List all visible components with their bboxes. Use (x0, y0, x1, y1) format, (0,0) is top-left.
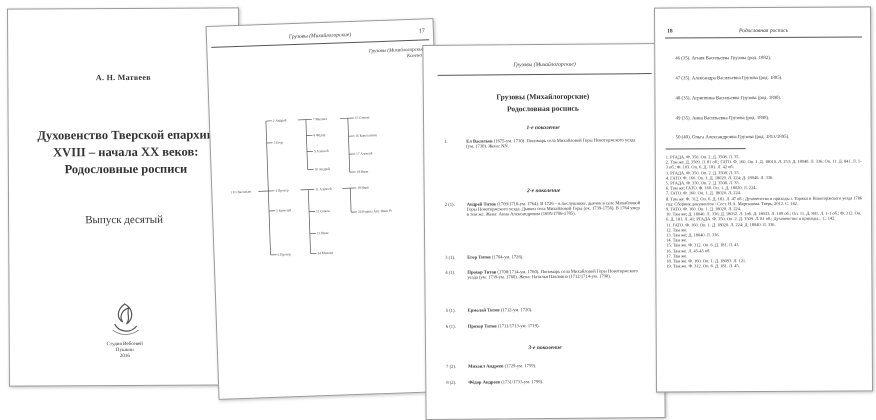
generation-heading: 3-е поколение (426, 344, 664, 352)
genealogy-entry: Егор Титов (1704-ум. 1726). (467, 253, 643, 260)
cover-title-line: Духовенство Тверской епархии (17, 126, 235, 144)
genealogy-entry: Прохор Титов (1711/1713-ум. 1719). (468, 322, 644, 329)
entry-text: (1729-ум. 1759). (505, 363, 537, 368)
tree-node: 9 Алексей (314, 149, 329, 154)
entry-name: Михаил Андреев (468, 363, 503, 368)
genealogy-entry: Фёдор Андреев (1731/1733-ум. 1799). (468, 378, 644, 385)
entry-text: (1704-ум. 1726). (492, 254, 524, 259)
tree-node: 12 Семён (316, 209, 330, 213)
entry-number: 2 (1). (445, 202, 455, 207)
list-item: 49 (35). Анна Васильевна Грузова (род. 1… (676, 115, 863, 121)
cover-title: Духовенство Тверской епархии XVIII – нач… (17, 126, 235, 178)
running-title: Родословная роспись (665, 27, 862, 34)
tree-node: 16 Константин (355, 133, 376, 138)
list-item: 47 (35). Александра Васильевна Грузова (… (675, 75, 862, 81)
tree-node: 3 Егор (274, 140, 283, 144)
cover-author: А. Н. Матвеев (8, 72, 238, 82)
genealogy-entry: Андрей Титов (1709/1710-ум. 1764). В 172… (467, 200, 643, 217)
entry-number: 5 (1). (446, 308, 456, 313)
tree-node: 19 Иван (357, 185, 369, 189)
genealogy-entry: Ел Васильев (1675-ум. 1730). Пономарь се… (466, 137, 642, 149)
tree-node: 18 Иван (357, 170, 369, 174)
footnote: 19. Там же. Ф. 312. Оп. 6. Д. 181. Л. 45… (666, 263, 863, 269)
tree-node: 11 Алексей (315, 187, 331, 192)
cover-title-line: Родословные росписи (17, 160, 235, 178)
tree-node: 2 Андрей (273, 118, 287, 122)
list-item: 50 (40). Ольга Александровна Грузова (ро… (676, 134, 863, 140)
genealogy-title: Грузовы (Михайлогорские) Родословная рос… (424, 90, 662, 116)
tree-node: 6 Прохор (277, 252, 290, 256)
tree-node: 7 Михаил (313, 117, 327, 121)
list-item: 48 (35). Агриппина Васильевна Грузова (р… (675, 95, 862, 101)
entry-text: (1675-ум. 1730). Пономарь села Михайлово… (466, 137, 635, 149)
entry-number: 6 (1). (446, 324, 456, 329)
footnote-divider (666, 148, 746, 149)
cover-publisher: Студия Вебсевей Пушкин 2016 (10, 341, 240, 360)
list-page: 18 Родословная роспись 46 (35). Агния Ва… (654, 6, 873, 392)
entry-name: Фёдор Андреев (468, 379, 500, 384)
publisher-logo-icon (109, 302, 141, 336)
generation-heading: 1-е поколение (424, 124, 662, 132)
footnotes: 1. РГАДА. Ф. 350. Оп. 2. Д. 3508. Л. 35.… (666, 153, 864, 268)
entry-number: 4 (1). (445, 270, 455, 275)
tree-page: Грузовы (Михайлогорские) 17 Грузовы (Мих… (206, 18, 447, 400)
entry-text: (1731/1733-ум. 1799). (501, 379, 543, 384)
genealogy-title-line: Родословная роспись (424, 102, 662, 116)
generation-heading: 2-е поколение (425, 187, 663, 195)
genealogy-page: Грузовы (Михайлогорские) Грузовы (Михайл… (422, 43, 665, 420)
tree-node: 13 Иван (317, 231, 329, 235)
entry-number: 3 (1). (445, 255, 455, 260)
entry-name: Ермолай Титов (468, 307, 500, 312)
genealogy-entry: Михаил Андреев (1729-ум. 1759). (468, 362, 644, 369)
publisher-line: 2016 (10, 353, 240, 360)
entry-name: Егор Титов (467, 254, 491, 259)
page-header: 18 Родословная роспись (665, 25, 862, 38)
tree-node: 10 Андрей (315, 167, 330, 172)
entry-number: 8 (2). (446, 380, 456, 385)
entry-text: (1712-ум. 1720). (501, 307, 533, 312)
running-title: Грузовы (Михайлогорские) (438, 61, 652, 76)
tree-node: 15 Степан (355, 115, 370, 120)
tree-node: 17 Алексей (356, 151, 372, 156)
cover-title-line: XVIII – начала XX веков: (17, 143, 235, 161)
genealogy-entry: Прохор Титов (1708/1714-ум. 1760). Поном… (467, 268, 643, 280)
tree-node: 5 Ермолай (276, 208, 291, 213)
tree-node: 14 Михаил (317, 251, 333, 256)
tree-node: 4 Прохор (275, 188, 288, 192)
entry-name: Прохор Титов (468, 323, 497, 328)
genealogy-entry: Ермолай Титов (1712-ум. 1720). (468, 306, 644, 313)
cover-issue: Выпуск десятый (9, 213, 239, 226)
entry-text: (1711/1713-ум. 1719). (498, 323, 540, 328)
tree-node-root: 1 Ел Васильев (230, 190, 251, 195)
footnote: 10. Там же; Д. 18040. Л. 336; Д. 18032. … (666, 211, 863, 222)
tree-node: 8 Фёдор (313, 133, 325, 137)
entry-number: 7 (2). (446, 364, 456, 369)
list-item: 46 (35). Агния Васильевна Грузова (род. … (675, 55, 862, 61)
entry-number: 1. (444, 139, 447, 144)
